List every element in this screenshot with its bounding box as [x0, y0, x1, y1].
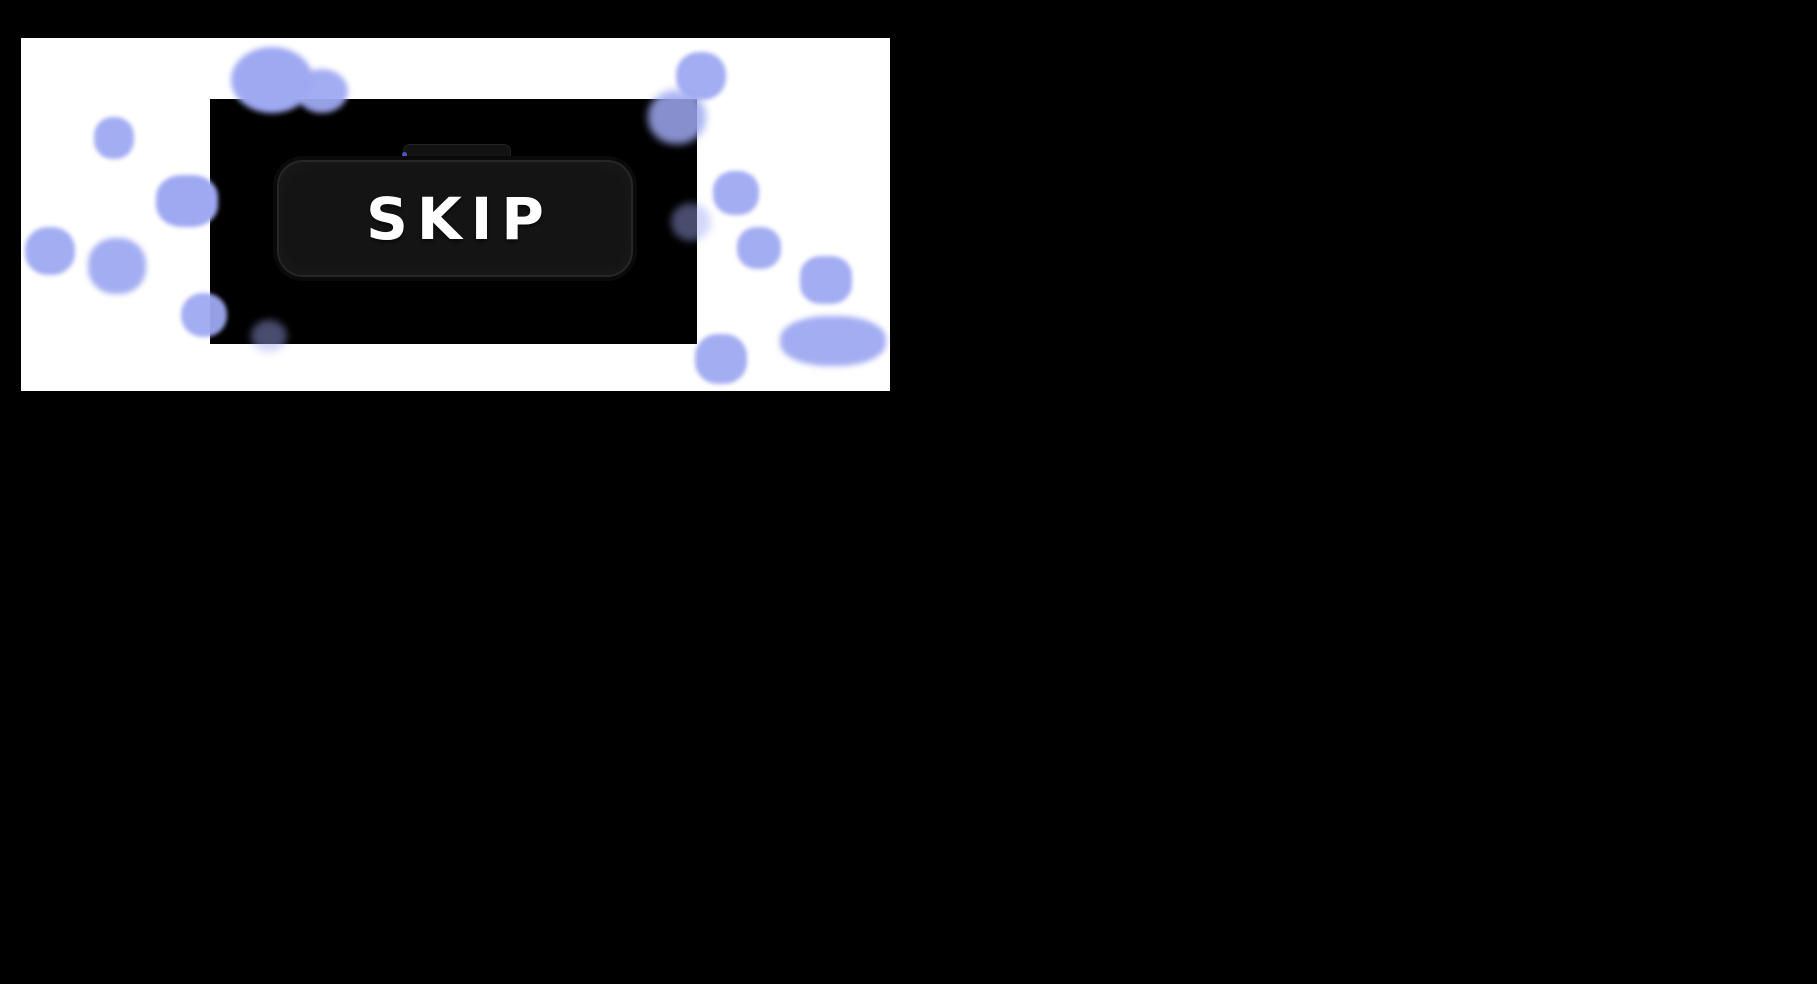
- click-marker: [780, 316, 886, 366]
- click-marker: [88, 238, 146, 294]
- game-overlay: SKIP: [210, 99, 697, 344]
- click-marker: [713, 171, 759, 215]
- click-marker: [800, 256, 852, 304]
- skip-button-label: SKIP: [366, 184, 553, 253]
- click-marker: [737, 227, 781, 269]
- click-marker: [695, 334, 747, 384]
- click-marker: [94, 117, 134, 159]
- click-marker: [156, 175, 218, 227]
- click-marker: [676, 52, 726, 100]
- skip-button[interactable]: SKIP: [277, 160, 633, 277]
- game-panel: SKIP: [21, 38, 890, 391]
- click-marker: [25, 227, 75, 275]
